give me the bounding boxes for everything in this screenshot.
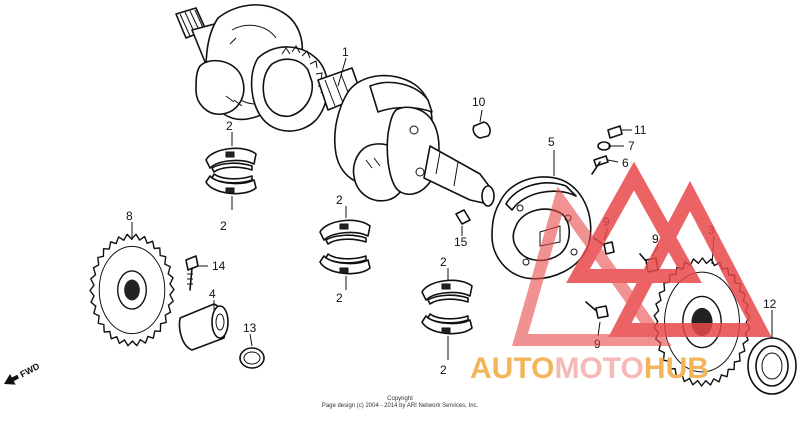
watermark-hub: HUB (644, 352, 709, 385)
oil-seal[interactable] (747, 337, 797, 395)
pin-11[interactable] (607, 125, 623, 139)
callout-7: 7 (628, 139, 635, 153)
callout-2: 2 (220, 219, 227, 233)
callout-15: 15 (454, 235, 468, 249)
bearing-set-1[interactable] (205, 147, 257, 195)
copyright-heading: Copyright (387, 396, 413, 402)
crankshaft[interactable] (175, 4, 495, 207)
callout-2: 2 (226, 119, 233, 133)
watermark-triangle-logo (512, 161, 772, 346)
copyright-notice: Page design (c) 2004 - 2014 by ARI Netwo… (321, 403, 479, 409)
callout-8: 8 (126, 209, 133, 223)
callout-2: 2 (440, 255, 447, 269)
bolt-14[interactable] (185, 255, 199, 291)
woodruff-key[interactable] (472, 121, 491, 139)
callout-13: 13 (243, 321, 257, 335)
o-ring[interactable] (239, 347, 265, 369)
bolt-6[interactable] (591, 155, 609, 175)
callout-14: 14 (212, 259, 226, 273)
watermark-moto: MOTO (554, 352, 643, 385)
callout-1: 1 (342, 45, 349, 59)
automotohub-watermark: AUTOMOTOHUB (470, 161, 772, 385)
callout-6: 6 (622, 156, 629, 170)
callout-5: 5 (548, 135, 555, 149)
bearing-set-2[interactable] (319, 219, 371, 275)
forward-indicator: FWD (4, 361, 42, 385)
dowel-pin[interactable] (455, 209, 471, 225)
sleeve-collar[interactable] (178, 303, 229, 351)
callout-2: 2 (336, 193, 343, 207)
callout-11: 11 (634, 123, 647, 137)
callout-4: 4 (209, 287, 216, 301)
callout-2: 2 (440, 363, 447, 377)
callout-2: 2 (336, 291, 343, 305)
forward-arrow-icon (4, 374, 20, 385)
bolt-9c[interactable] (585, 301, 609, 319)
bearing-set-3[interactable] (421, 279, 473, 335)
sprocket-gear[interactable] (89, 233, 175, 347)
fwd-label: FWD (18, 361, 41, 380)
watermark-auto: AUTO (470, 352, 554, 385)
callout-9: 9 (652, 232, 659, 246)
watermark-text: AUTOMOTOHUB (470, 352, 709, 385)
callout-10: 10 (472, 95, 486, 109)
callout-12: 12 (763, 297, 777, 311)
